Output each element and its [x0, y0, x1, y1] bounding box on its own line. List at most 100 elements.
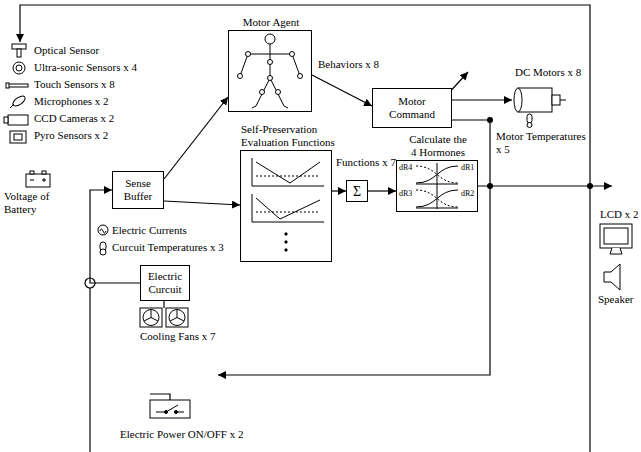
- box-text: Motor Command: [375, 95, 449, 121]
- box-heading: Motor Agent: [219, 16, 323, 29]
- power-switch-icon-part: [175, 411, 178, 414]
- lcd-icon: [600, 224, 632, 254]
- evaluation-function-graphs-part: [256, 212, 320, 213]
- evaluation-function-graphs-part: [256, 162, 320, 183]
- cooling-fan-icons-part: [166, 308, 188, 327]
- part-label: Speaker: [598, 293, 633, 306]
- part-label: Pyro Sensors x 2: [34, 129, 108, 142]
- axis-label: dR3: [399, 189, 412, 198]
- evaluation-function-graphs-part: [256, 176, 320, 177]
- cooling-fan-icons-part: [144, 310, 158, 321]
- cooling-fan-icons-part: [143, 310, 159, 326]
- cooling-fan-icons-part: [140, 308, 162, 327]
- part-label: Electric Power ON/OFF x 2: [120, 428, 243, 441]
- axis-label: dR1: [461, 163, 474, 172]
- junction-dots-part: [487, 183, 493, 189]
- process-box: Sense Buffer: [112, 171, 164, 209]
- flow-arrow: [368, 190, 396, 191]
- agent-box: Motor Agent: [228, 30, 312, 112]
- motor-thermometer-icon: [527, 114, 532, 128]
- evaluation-function-graphs-part: [285, 241, 287, 243]
- stick-figure-part: [268, 60, 273, 65]
- part-label: CCD Cameras x 2: [34, 112, 114, 125]
- signal-wires-part: [450, 99, 512, 100]
- battery-icon-part: [30, 171, 34, 174]
- sensor-icons-part: [8, 115, 28, 125]
- box-heading: Self-Preservation Evaluation Functions: [241, 123, 351, 149]
- flow-arrow: [312, 75, 372, 106]
- signal-wires-part: [218, 120, 490, 375]
- current-and-temperature-icons: [98, 225, 108, 255]
- stick-figure-part: [246, 52, 251, 57]
- sensor-icons-part: [10, 131, 26, 143]
- stick-figure-part: [298, 74, 303, 79]
- stick-figure-part: [290, 52, 295, 57]
- axis-label: dR2: [461, 189, 474, 198]
- evaluation-function-graphs-part: [285, 233, 287, 235]
- signal-wires-part: [163, 301, 164, 308]
- stick-figure-part: [265, 34, 275, 44]
- power-switch-icon: [150, 400, 190, 418]
- battery-icon: [26, 171, 50, 187]
- stick-figure-part: [260, 90, 265, 95]
- sensor-icons-part: [17, 49, 21, 57]
- flow-arrow: [164, 97, 228, 179]
- signal-wires-part: [20, 5, 590, 452]
- stick-figure-part: [238, 74, 243, 79]
- signal-wires: [20, 5, 612, 452]
- dc-motor-icon-part: [552, 95, 560, 105]
- dc-motor-icon: [514, 88, 566, 112]
- axis-label: dR4: [399, 163, 412, 172]
- lcd-icon-part: [610, 248, 622, 254]
- evaluation-function-graphs-part: [285, 249, 287, 251]
- cooling-fan-icons-part: [170, 310, 184, 321]
- part-label: Curcuit Temperatures x 3: [112, 241, 224, 254]
- stick-figure: [238, 34, 303, 108]
- part-label: Voltage of Battery: [4, 190, 64, 216]
- power-switch-icon-part: [150, 400, 190, 418]
- lcd-icon-part: [600, 224, 632, 248]
- part-label: Optical Sensor: [34, 44, 99, 57]
- hormone-sigmoid-graphs-part: [416, 190, 458, 207]
- sensor-icons-part: [11, 94, 26, 108]
- part-label: Microphones x 2: [34, 95, 109, 108]
- flow-arrow: [164, 201, 240, 205]
- sensor-icons-part: [6, 83, 9, 88]
- junction-dots-part: [487, 117, 493, 123]
- sensor-icons-part: [13, 62, 25, 74]
- sensor-icons: [4, 44, 28, 143]
- part-label: LCD x 2: [600, 208, 639, 221]
- sum-box: Σ: [346, 180, 368, 202]
- part-label: DC Motors x 8: [515, 66, 581, 79]
- speaker-icon-part: [604, 264, 620, 290]
- box-text: Sense Buffer: [115, 177, 161, 203]
- stick-figure-part: [276, 90, 281, 95]
- speaker-icon: [604, 264, 620, 290]
- battery-icon-part: [42, 171, 46, 174]
- hormone-sigmoid-graphs-part: [416, 166, 458, 183]
- dc-motor-icon-part: [514, 88, 522, 112]
- signal-wires-part: [150, 394, 170, 400]
- battery-icon-part: [44, 178, 45, 182]
- stick-figure-part: [240, 44, 300, 108]
- dc-motor-icon-part: [560, 100, 566, 101]
- part-label: Functions x 7: [336, 156, 396, 169]
- battery-icon-part: [26, 174, 50, 187]
- lcd-icon-part: [604, 228, 628, 244]
- motor-thermometer-icon-part: [527, 114, 532, 123]
- battery-icon-part: [30, 180, 34, 181]
- part-label: Touch Sensors x 8: [34, 78, 115, 91]
- evaluation-function-graphs-part: [252, 194, 324, 222]
- part-label: Behaviors x 8: [318, 58, 379, 71]
- current-and-temperature-icons-part: [100, 249, 106, 255]
- function-box: Self-Preservation Evaluation Functions: [240, 150, 332, 262]
- cooling-fan-icons: [140, 308, 188, 327]
- sensor-icons-part: [8, 84, 28, 87]
- power-switch-icon-part: [165, 411, 168, 414]
- evaluation-function-graphs-part: [252, 158, 324, 186]
- hormone-sigmoid-graphs-part: [416, 190, 458, 207]
- signal-wires-part: [89, 288, 90, 452]
- dc-motor-icon-part: [518, 88, 552, 112]
- part-label: Cooling Fans x 7: [140, 330, 215, 343]
- evaluation-function-graphs: [252, 158, 324, 251]
